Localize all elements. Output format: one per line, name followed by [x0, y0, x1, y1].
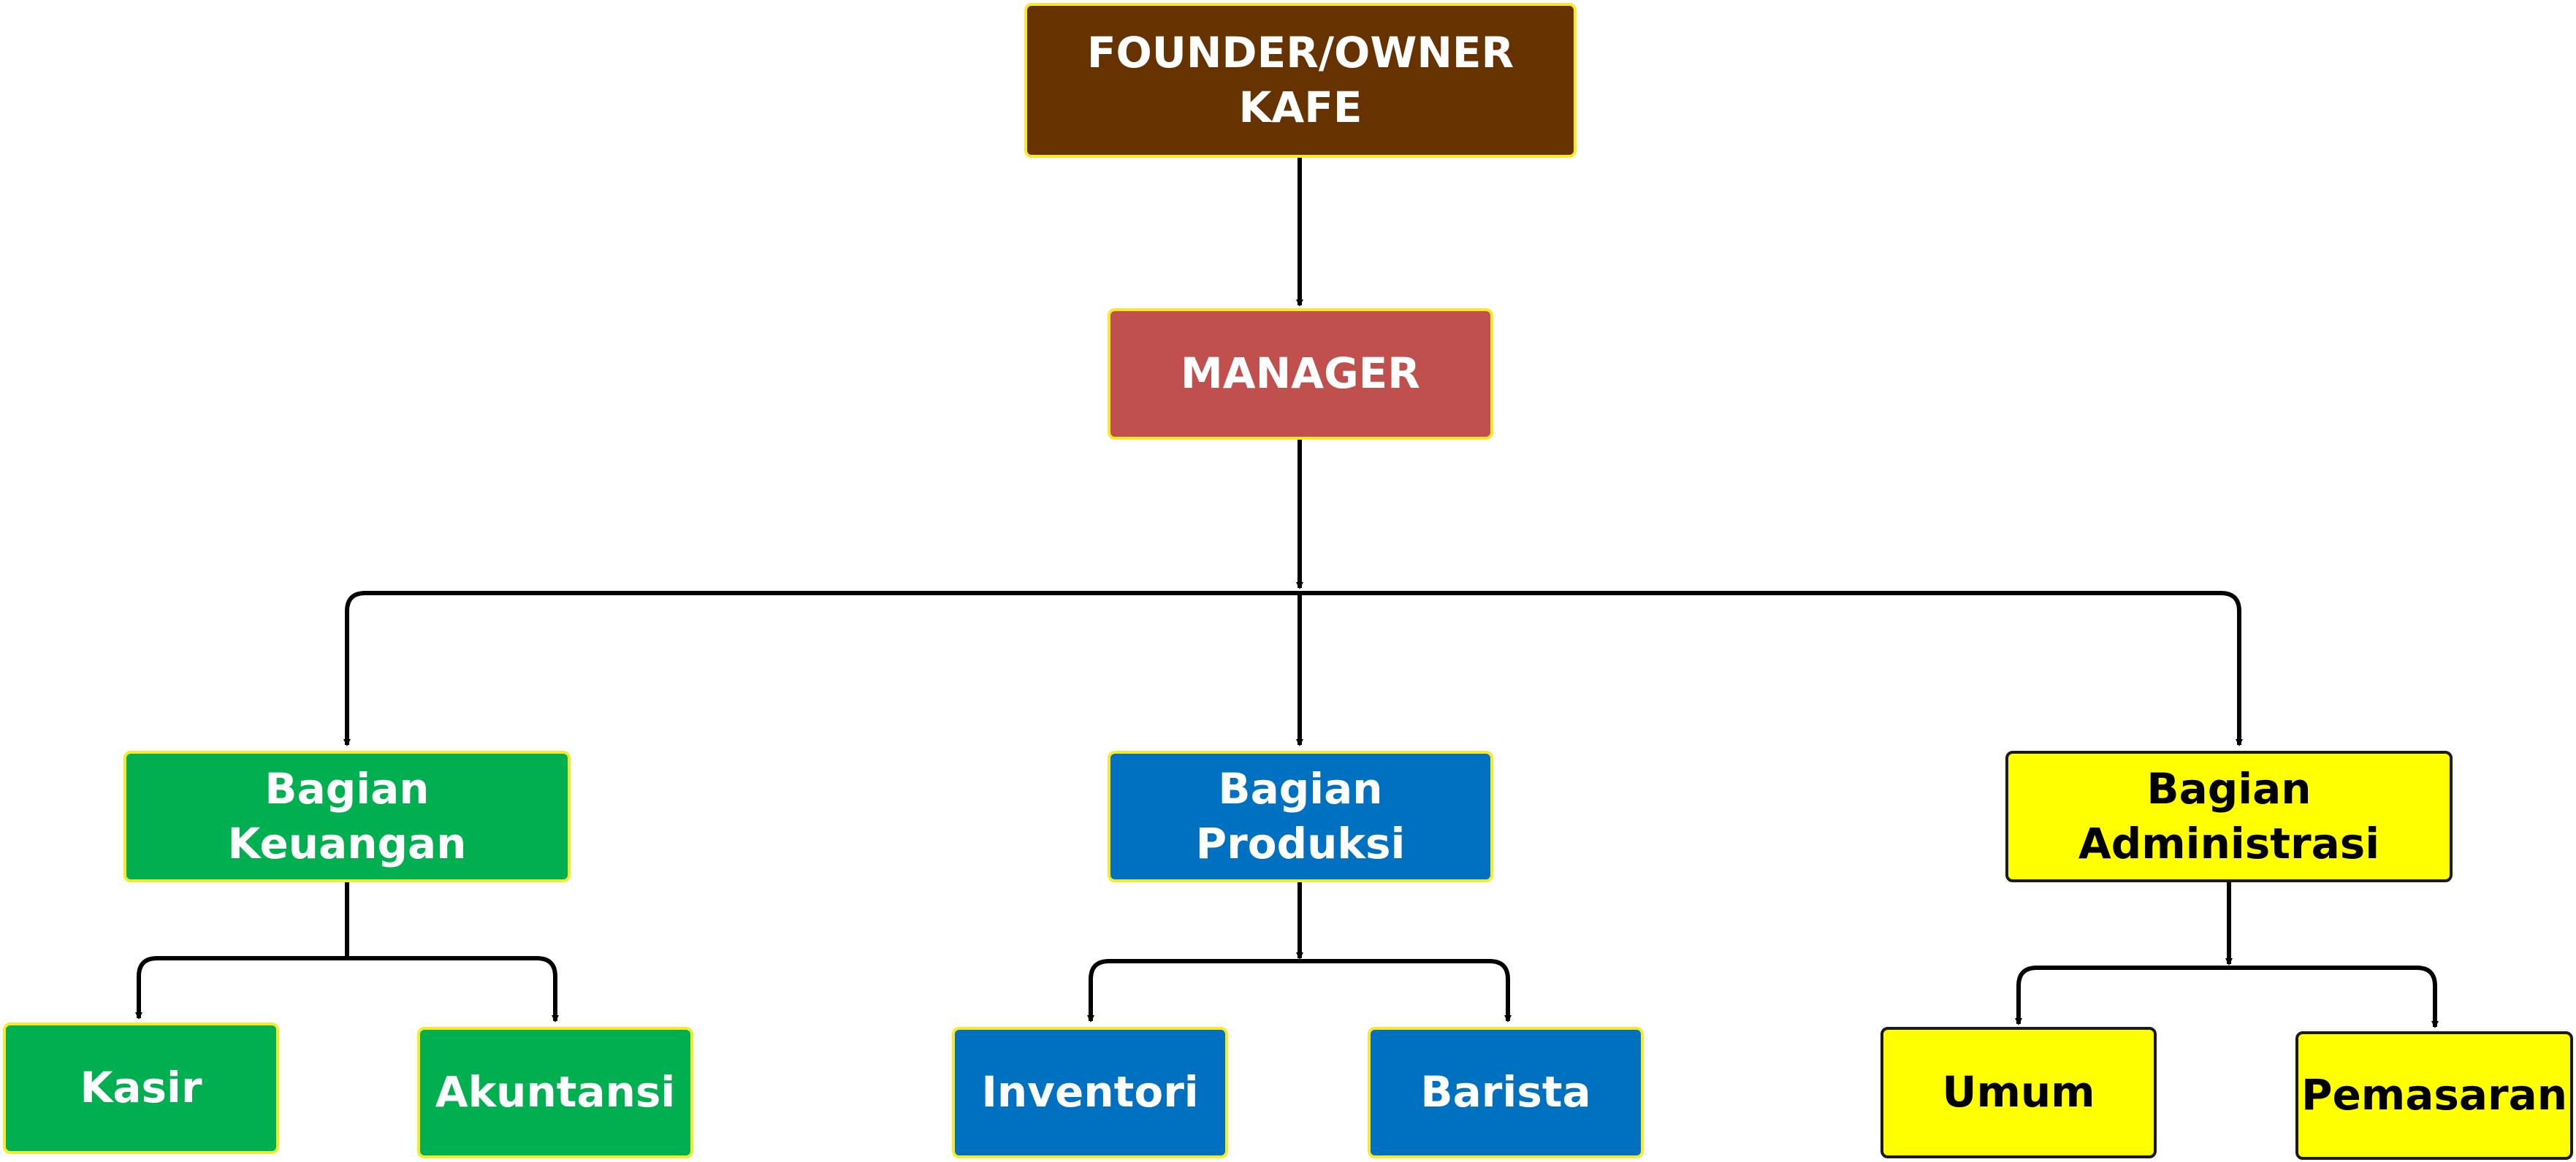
edge-manager-keuangan: [343, 591, 1300, 746]
manager-box: MANAGER: [1108, 308, 1493, 440]
barista-box: Barista: [1368, 1027, 1644, 1158]
umum-box: Umum: [1880, 1027, 2157, 1158]
bagian-produksi-box: Bagian Produksi: [1108, 751, 1493, 882]
edge-administrasi-umum: [2015, 966, 2229, 1025]
edge-produksi-inventori: [1087, 959, 1300, 1023]
edge-keuangan-akuntansi: [347, 956, 559, 1023]
edge-produksi-barista: [1300, 959, 1512, 1023]
pemasaran-box: Pemasaran: [2295, 1031, 2573, 1160]
bagian-keuangan-box: Bagian Keuangan: [123, 751, 571, 882]
inventori-box: Inventori: [952, 1027, 1228, 1158]
kasir-box: Kasir: [3, 1023, 279, 1154]
bagian-administrasi-box: Bagian Administrasi: [2005, 751, 2453, 882]
edge-administrasi-pemasaran: [2229, 966, 2439, 1028]
edge-keuangan-kasir: [135, 956, 347, 1020]
akuntansi-box: Akuntansi: [417, 1027, 693, 1158]
founder-owner-box: FOUNDER/OWNER KAFE: [1024, 3, 1577, 158]
edge-manager-administrasi: [1300, 591, 2243, 746]
